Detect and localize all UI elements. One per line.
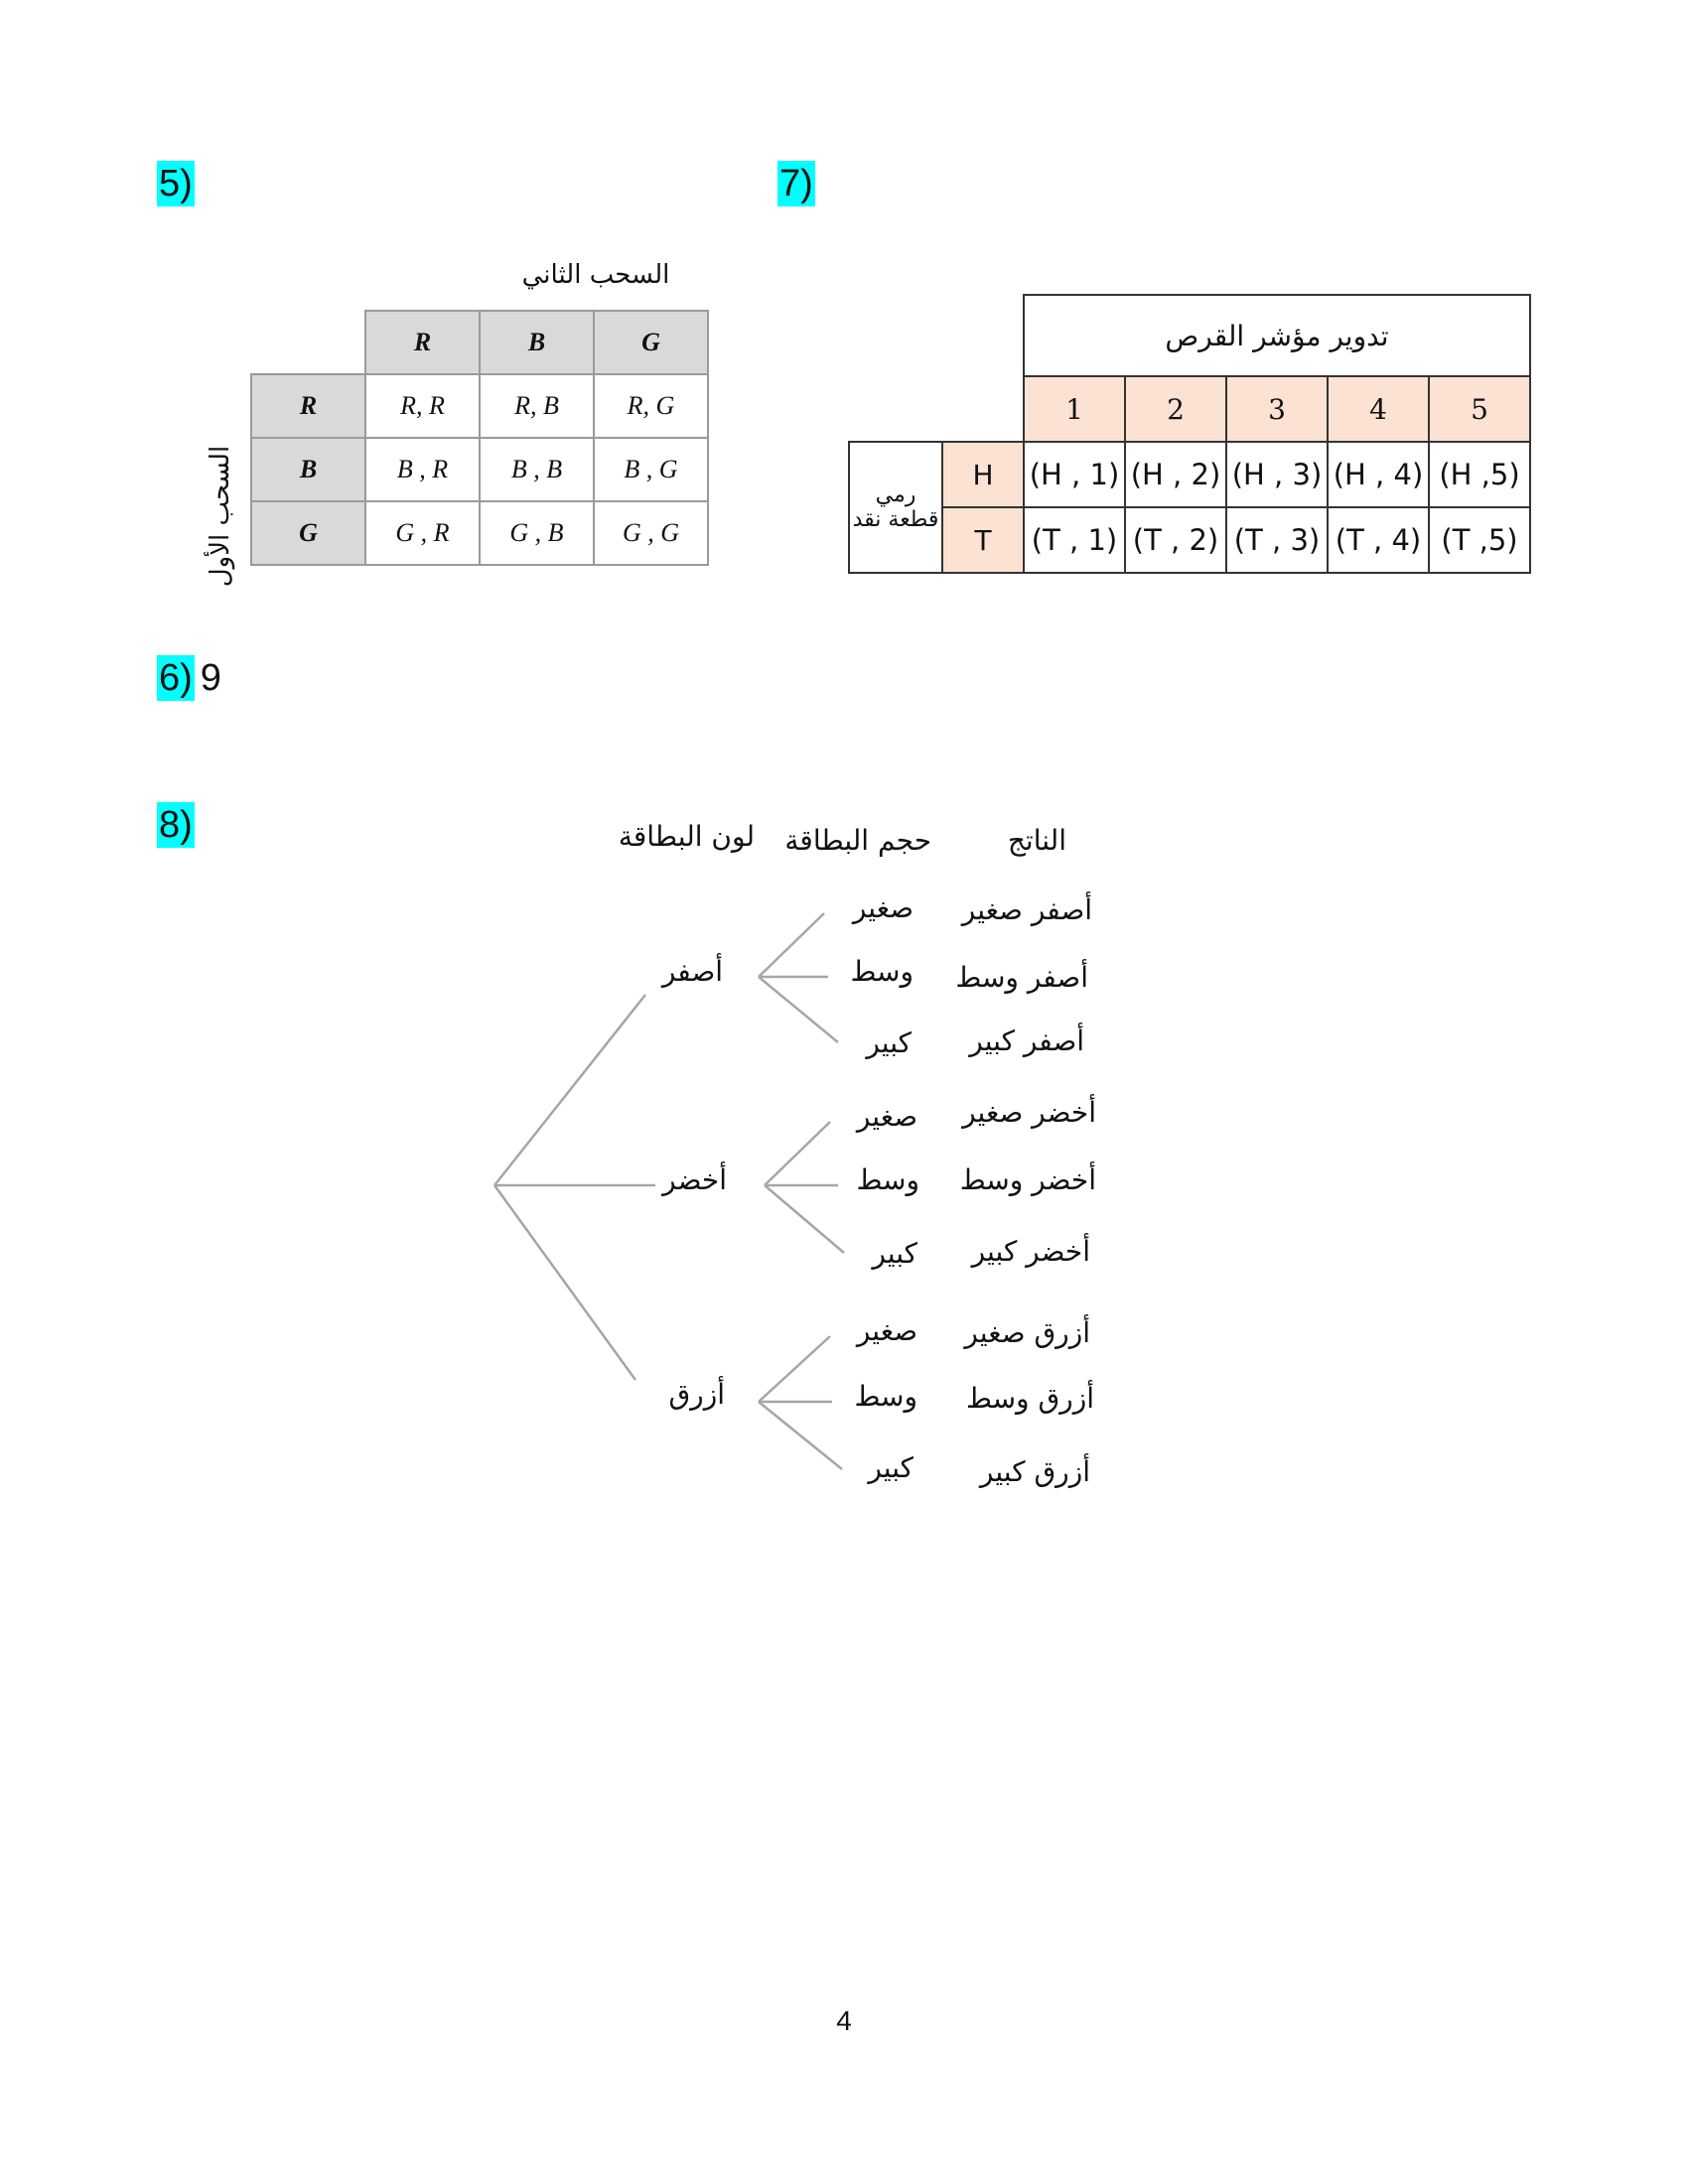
question-5-label: 5) [157,161,195,206]
tree-result: أزرق كبير [979,1455,1090,1488]
tree-size-large: كبير [868,1451,914,1484]
tree-result: أصفر كبير [969,1024,1084,1057]
tree-size-medium: وسط [850,955,914,988]
question-6-label: 6)9 [157,655,221,701]
tree-header-size: حجم البطاقة [784,824,931,857]
tree-result: أخضر صغير [962,1096,1096,1129]
q5-col-header: R [364,310,481,375]
tree-size-medium: وسط [856,1163,919,1196]
q7-row-title-line2: قطعة نقد [852,507,939,532]
tree-branch-green-large [764,1184,845,1254]
q7-row-title-line1: رمي [875,481,916,507]
tree-size-small: صغير [856,1100,917,1133]
q5-cell: B , R [364,437,481,502]
q5-table-row: G G , R G , B G , G [250,500,709,566]
q7-cell: (T , 4) [1327,506,1430,574]
tree-result: أصفر صغير [961,893,1092,926]
tree-size-small: صغير [856,1314,917,1347]
q7-col-header: 2 [1124,375,1227,443]
tree-size-large: كبير [866,1026,912,1059]
q5-header-row: R B G [251,310,709,375]
q7-col-header: 4 [1327,375,1430,443]
q7-cell: (T ,5) [1428,506,1531,574]
tree-header-result: الناتج [1007,824,1066,857]
q7-table-row: T (T , 1) (T , 2) (T , 3) (T , 4) (T ,5) [849,506,1531,574]
tree-result: أزرق وسط [965,1382,1094,1415]
tree-branch-root-yellow [493,994,646,1186]
tree-branch-root-blue [492,1184,637,1381]
question-5-number: 5) [157,161,195,206]
tree-color-yellow: أصفر [661,955,723,988]
q7-row-header: H [941,441,1025,508]
q5-row-header: B [250,437,366,502]
q5-row-header: R [250,373,366,439]
question-6-number: 6) [157,655,195,701]
tree-size-large: كبير [872,1237,917,1270]
q7-cell: (T , 1) [1023,506,1126,574]
q7-cell: (H , 4) [1327,441,1430,508]
q7-cell: (H , 3) [1225,441,1329,508]
tree-result: أخضر كبير [971,1235,1090,1268]
q5-cell: G , R [364,500,481,566]
q7-cell: (T , 3) [1225,506,1329,574]
tree-size-medium: وسط [854,1380,917,1413]
q5-cell: R, R [364,373,481,439]
q5-table-row: B B , R B , B B , G [250,437,709,502]
q5-cell: R, G [593,373,709,439]
question-7-label: 7) [777,161,815,206]
tree-header-color: لون البطاقة [618,820,755,853]
q7-cell: (T , 2) [1124,506,1227,574]
q5-column-title: السحب الثاني [521,260,670,290]
q7-row-header: T [941,506,1025,574]
q5-col-header: B [479,310,595,375]
tree-branch-blue-large [758,1401,843,1470]
tree-result: أصفر وسط [955,961,1088,994]
tree-branch-yellow-small [758,912,825,978]
question-8-number: 8) [157,802,195,848]
q5-cell: B , B [479,437,595,502]
tree-branch-blue-small [758,1335,831,1403]
q7-header-row: 1 2 3 4 5 [849,375,1531,443]
question-6-answer: 9 [200,657,221,699]
q7-row-title: رمي قطعة نقد [848,441,943,574]
q7-cell: (H , 2) [1124,441,1227,508]
tree-result: أزرق صغير [964,1316,1090,1349]
page-number: 4 [836,2005,852,2036]
tree-color-green: أخضر [662,1163,727,1196]
q5-cell: G , G [593,500,709,566]
q5-table-row: R R, R R, B R, G [250,373,709,439]
q7-col-header: 1 [1023,375,1126,443]
q7-cell: (H , 1) [1023,441,1126,508]
q5-cell: G , B [479,500,595,566]
q7-outcome-table: تدوير مؤشر القرص 1 2 3 4 5 رمي قطعة نقد … [848,294,1531,574]
tree-color-blue: أزرق [668,1378,725,1411]
q5-col-header: G [593,310,709,375]
q7-cell: (H ,5) [1428,441,1531,508]
q7-col-header: 5 [1428,375,1531,443]
tree-branch-green-small [764,1121,831,1186]
q5-row-header: G [250,500,366,566]
tree-branch-yellow-large [758,976,839,1043]
q5-cell: B , G [593,437,709,502]
question-8-label: 8) [157,802,195,848]
q5-cell: R, B [479,373,595,439]
q7-col-header: 3 [1225,375,1329,443]
q7-table-row: رمي قطعة نقد H (H , 1) (H , 2) (H , 3) (… [848,441,1531,574]
tree-size-small: صغير [852,891,914,924]
q5-outcome-table: R B G R R, R R, B R, G B B , R B , B B ,… [250,310,709,566]
question-7-number: 7) [777,161,815,206]
tree-result: أخضر وسط [959,1163,1096,1196]
q7-column-title: تدوير مؤشر القرص [1023,294,1531,377]
q7-title-row: تدوير مؤشر القرص [849,294,1531,377]
